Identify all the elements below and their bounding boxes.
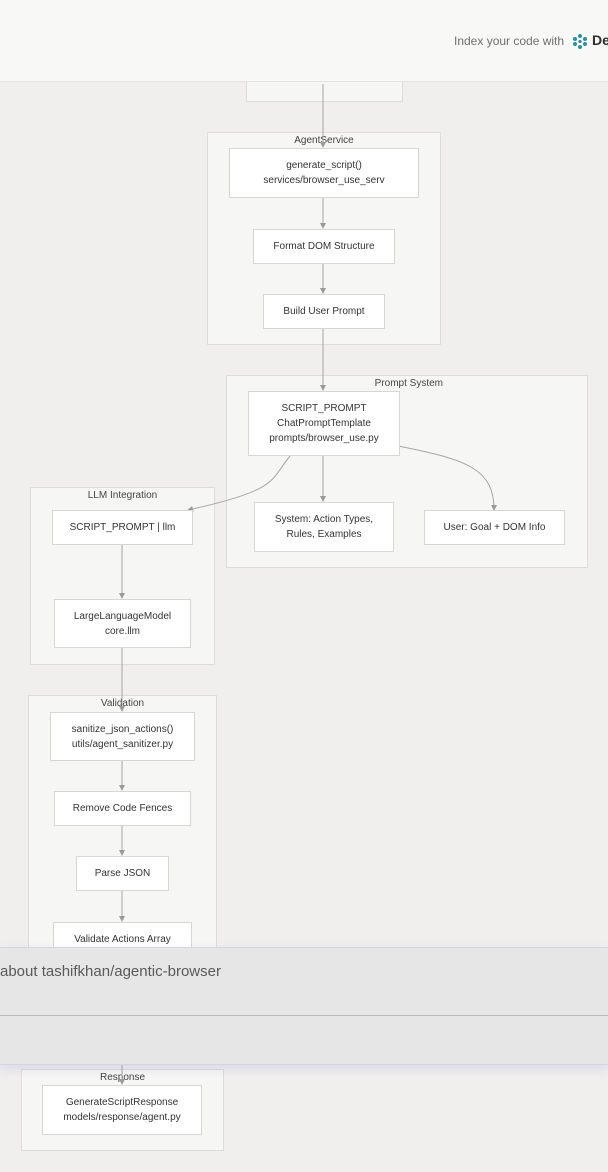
response-node: GenerateScriptResponse models/response/a… [42,1085,202,1135]
top-header: Index your code with De [0,0,608,82]
chat-input[interactable] [0,1016,608,1064]
node-line: ChatPromptTemplate [277,418,371,429]
brand-name[interactable]: De [592,32,608,48]
format-dom-node: Format DOM Structure [253,229,395,264]
system-prompt-node: System: Action Types, Rules, Examples [254,502,394,552]
user-prompt-node: User: Goal + DOM Info [424,510,565,545]
prompt-llm-node: SCRIPT_PROMPT | llm [52,510,193,545]
node-line: Remove Code Fences [72,803,173,814]
index-code-text[interactable]: Index your code with [454,34,565,48]
generate-script-node: generate_script() services/browser_use_s… [229,148,419,198]
remove-fences-node: Remove Code Fences [54,791,191,826]
node-line: GenerateScriptResponse [65,1097,179,1108]
node-line: SCRIPT_PROMPT [281,403,367,414]
chat-panel: about tashifkhan/agentic-browser [0,947,608,1065]
node-line: models/response/agent.py [63,1112,181,1123]
group-title: LLM Integration [87,490,158,501]
group-title: AgentService [294,135,354,146]
node-line: Build User Prompt [283,306,365,317]
node-line: Rules, Examples [286,529,362,540]
node-line: Parse JSON [94,868,151,879]
chat-question: about tashifkhan/agentic-browser [0,963,221,980]
node-line: LargeLanguageModel [73,610,172,622]
node-line: Format DOM Structure [273,241,375,252]
node-line: SCRIPT_PROMPT | llm [69,522,176,533]
sanitize-node: sanitize_json_actions() utils/agent_sani… [50,712,195,761]
build-prompt-node: Build User Prompt [263,294,385,329]
group-title: Validation [100,698,145,709]
node-line: User: Goal + DOM Info [443,522,546,533]
node-line: prompts/browser_use.py [269,433,379,444]
chat-divider [0,1015,608,1016]
node-line: sanitize_json_actions() [71,723,174,735]
group-title: Prompt System [374,378,443,389]
devin-logo-icon[interactable] [572,33,588,49]
parse-json-node: Parse JSON [76,856,169,891]
llm-model-node: LargeLanguageModel core.llm [54,599,191,648]
node-line: generate_script() [286,160,362,171]
group-title: Response [99,1072,146,1083]
node-line: utils/agent_sanitizer.py [71,738,174,750]
node-line: core.llm [104,625,140,637]
script-prompt-node: SCRIPT_PROMPT ChatPromptTemplate prompts… [248,391,400,456]
node-line: Validate Actions Array [74,934,171,945]
node-line: services/browser_use_serv [263,175,385,186]
node-line: System: Action Types, [274,514,374,525]
